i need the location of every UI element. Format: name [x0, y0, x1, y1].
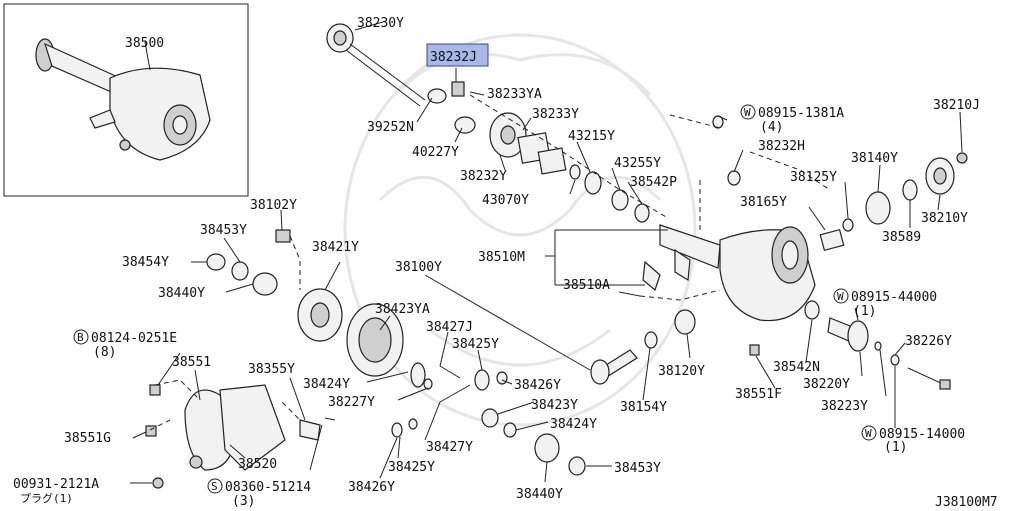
bolt-symbol	[73, 329, 89, 345]
symbol-w-1: W	[744, 106, 751, 119]
label-08915-14000[interactable]: 08915-14000	[879, 427, 965, 442]
label-38425y-b[interactable]: 38425Y	[388, 460, 435, 475]
rear-cover-drawing	[145, 384, 336, 489]
label-08124-0251e[interactable]: 08124-0251E	[91, 331, 177, 346]
label-38427y[interactable]: 38427Y	[426, 440, 473, 455]
symbol-s: S	[211, 480, 218, 493]
washer-symbol-3	[861, 425, 877, 441]
label-43070y[interactable]: 43070Y	[482, 193, 529, 208]
label-38421y[interactable]: 38421Y	[312, 240, 359, 255]
label-08915-14000-qty: (1)	[884, 440, 907, 455]
washer-symbol-2	[833, 288, 849, 304]
label-40227y[interactable]: 40227Y	[412, 145, 459, 160]
label-38227y[interactable]: 38227Y	[328, 395, 375, 410]
assembly-dashed-lines	[149, 94, 831, 436]
ring-gear-drawing	[346, 303, 696, 438]
label-38210y[interactable]: 38210Y	[921, 211, 968, 226]
symbol-w-3: W	[865, 427, 872, 440]
assembly-inset	[3, 3, 249, 197]
label-38120y[interactable]: 38120Y	[658, 364, 705, 379]
part-labels: 38500 38230Y 38232J 38233YA 38233Y 39252…	[13, 16, 998, 510]
label-38454y[interactable]: 38454Y	[122, 255, 169, 270]
label-00931-2121a-sub: プラグ(1)	[20, 491, 73, 505]
highlight-box	[426, 43, 489, 67]
label-38102y[interactable]: 38102Y	[250, 198, 297, 213]
label-43215y[interactable]: 43215Y	[568, 129, 615, 144]
label-08124-0251e-qty: (8)	[93, 345, 116, 360]
label-38230y[interactable]: 38230Y	[357, 16, 404, 31]
label-38551f[interactable]: 38551F	[735, 387, 782, 402]
label-38426y-a[interactable]: 38426Y	[514, 378, 561, 393]
label-38510a[interactable]: 38510A	[563, 278, 610, 293]
label-38154y[interactable]: 38154Y	[620, 400, 667, 415]
label-38424y-a[interactable]: 38424Y	[303, 377, 350, 392]
label-00931-2121a[interactable]: 00931-2121A	[13, 477, 99, 492]
axle-housing-drawing	[642, 224, 816, 322]
label-38427j[interactable]: 38427J	[426, 320, 473, 335]
label-38100y[interactable]: 38100Y	[395, 260, 442, 275]
label-38220y[interactable]: 38220Y	[803, 377, 850, 392]
label-38223y[interactable]: 38223Y	[821, 399, 868, 414]
label-38210j[interactable]: 38210J	[933, 98, 980, 113]
leader-lines	[130, 21, 963, 484]
label-38233ya[interactable]: 38233YA	[487, 87, 542, 102]
watermark-emblem	[343, 33, 697, 427]
label-38165y[interactable]: 38165Y	[740, 195, 787, 210]
label-38226y[interactable]: 38226Y	[905, 334, 952, 349]
label-38232y[interactable]: 38232Y	[460, 169, 507, 184]
label-38551g[interactable]: 38551G	[64, 431, 111, 446]
washer-symbol-1	[740, 104, 756, 120]
screw-symbol	[207, 478, 223, 494]
brake-plate-drawing	[489, 112, 650, 223]
label-43255y[interactable]: 43255Y	[614, 156, 661, 171]
label-38140y[interactable]: 38140Y	[851, 151, 898, 166]
label-38232h[interactable]: 38232H	[758, 139, 805, 154]
symbol-b: B	[77, 331, 84, 344]
label-38551[interactable]: 38551	[172, 355, 211, 370]
label-38440y-a[interactable]: 38440Y	[158, 286, 205, 301]
label-08360-51214-qty: (3)	[232, 494, 255, 509]
axle-shaft-drawing	[326, 23, 476, 134]
label-08915-44000[interactable]: 08915-44000	[851, 290, 937, 305]
label-38589[interactable]: 38589	[882, 230, 921, 245]
label-38233y[interactable]: 38233Y	[532, 107, 579, 122]
label-08915-1381a-qty: (4)	[760, 120, 783, 135]
label-38232j[interactable]: 38232J	[430, 50, 477, 65]
label-38423y[interactable]: 38423Y	[531, 398, 578, 413]
label-38500[interactable]: 38500	[125, 36, 164, 51]
label-38355y[interactable]: 38355Y	[248, 362, 295, 377]
label-38424y-b[interactable]: 38424Y	[550, 417, 597, 432]
label-08360-51214[interactable]: 08360-51214	[225, 480, 311, 495]
diagram-code: J38100M7	[935, 495, 998, 510]
label-08915-44000-qty: (1)	[853, 304, 876, 319]
label-38426y-b[interactable]: 38426Y	[348, 480, 395, 495]
label-38423ya[interactable]: 38423YA	[375, 302, 430, 317]
label-38453y-b[interactable]: 38453Y	[614, 461, 661, 476]
label-38425y-a[interactable]: 38425Y	[452, 337, 499, 352]
label-38520[interactable]: 38520	[238, 457, 277, 472]
symbol-w-2: W	[837, 290, 844, 303]
label-39252n[interactable]: 39252N	[367, 120, 414, 135]
label-38125y[interactable]: 38125Y	[790, 170, 837, 185]
label-38510m[interactable]: 38510M	[478, 250, 525, 265]
label-08915-1381a[interactable]: 08915-1381A	[758, 106, 844, 121]
label-38453y-a[interactable]: 38453Y	[200, 223, 247, 238]
axle-assembly-drawing	[35, 38, 211, 161]
label-38542n[interactable]: 38542N	[773, 360, 820, 375]
lower-bearings-drawing	[534, 300, 951, 476]
label-38542p[interactable]: 38542P	[630, 175, 677, 190]
label-38440y-b[interactable]: 38440Y	[516, 487, 563, 502]
pinion-flange-drawing	[712, 115, 968, 252]
